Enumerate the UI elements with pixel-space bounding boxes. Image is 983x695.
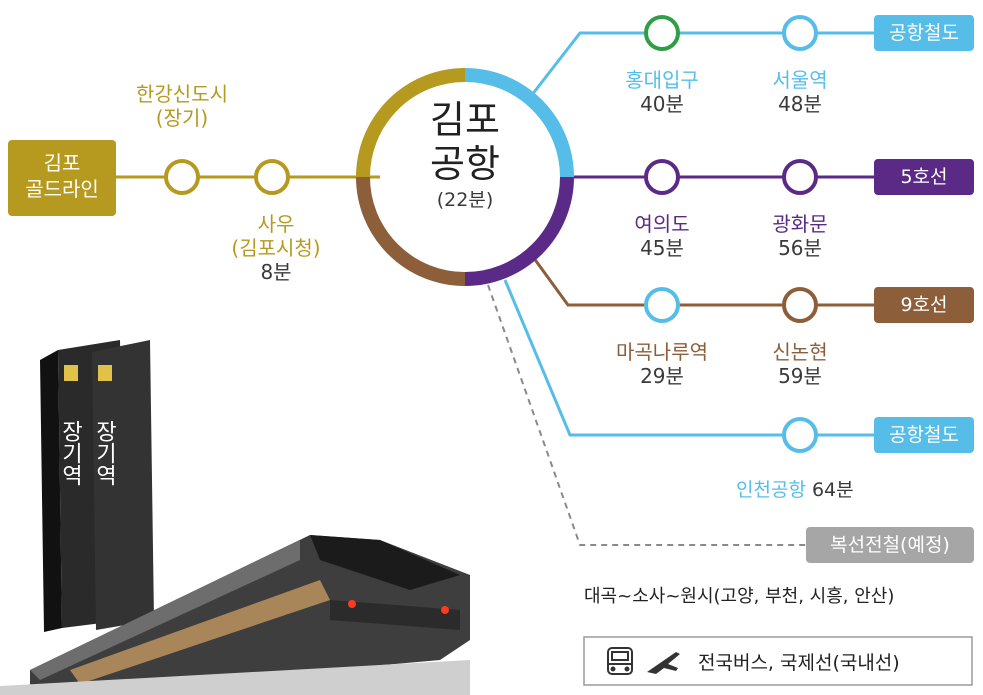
station-seoul-circle — [782, 15, 818, 51]
bus-icon — [607, 647, 633, 675]
station-gwanghwamun-label: 광화문 56분 — [772, 212, 828, 260]
tag-line5: 5호선 — [900, 166, 948, 188]
train-photo — [0, 340, 470, 695]
bottom-info-box — [583, 636, 973, 686]
gold-line-badge-label: 김포 골드라인 — [25, 150, 99, 202]
train-tail-light — [348, 600, 356, 608]
tag-line5-bg — [874, 159, 974, 195]
gold-line-badge-line2: 골드라인 — [25, 177, 99, 201]
tag-airport-top: 공항철도 — [889, 22, 959, 44]
gold-line-badge — [8, 140, 116, 216]
tag-airport-bottom: 공항철도 — [889, 424, 959, 446]
station-sinnonhyeon-circle — [782, 287, 818, 323]
station-incheon-circle — [782, 417, 818, 453]
tag-airport-bottom-bg — [874, 417, 974, 453]
station-sau-time: 8분 — [260, 260, 292, 284]
station-incheon-time: 64분 — [811, 479, 854, 501]
station-gwanghwamun-circle — [782, 159, 818, 195]
station-yeouido-label: 여의도 45분 — [634, 212, 690, 260]
station-janggi-circle — [164, 159, 200, 195]
track-bed — [0, 660, 470, 695]
station-sau-circle — [254, 159, 290, 195]
planned-track — [487, 284, 880, 546]
airport-top-track — [526, 31, 880, 101]
station-sinnonhyeon-label: 신논현 59분 — [772, 340, 828, 388]
tag-line9: 9호선 — [900, 294, 948, 316]
station-yeouido-circle — [644, 159, 680, 195]
pillar-text-back: 장기역 — [58, 420, 83, 486]
train-stripe — [70, 580, 330, 684]
station-pillar-front — [92, 340, 154, 630]
airport-bottom-track — [503, 279, 880, 437]
train-roof — [30, 540, 300, 680]
line9-track — [526, 249, 880, 307]
station-hongik-label: 홍대입구 40분 — [625, 68, 699, 116]
station-sau-label: 사우 (김포시청) 8분 — [231, 212, 321, 284]
planned-route-text: 대곡~소사~원시(고양, 부천, 시흥, 안산) — [584, 586, 895, 607]
gold-line-badge-line1: 김포 — [43, 151, 81, 175]
hub-time: (22분) — [436, 189, 494, 211]
hub-ring — [356, 68, 574, 286]
pillar-text-front: 장기역 — [92, 420, 117, 486]
tag-planned-bg — [806, 527, 974, 563]
train-windshield — [310, 535, 460, 590]
hub-name-line1: 김포 — [430, 98, 500, 142]
station-incheon-label: 인천공항 64분 — [736, 475, 854, 502]
hub-label: 김포 공항 (22분) — [430, 98, 500, 214]
station-seoul-label: 서울역 48분 — [772, 68, 828, 116]
station-incheon-name: 인천공항 — [736, 479, 806, 501]
station-magok-label: 마곡나루역 29분 — [616, 340, 708, 388]
hub-name-line2: 공항 — [430, 142, 500, 186]
tag-airport-top-bg — [874, 15, 974, 51]
station-hongik-circle — [644, 15, 680, 51]
tag-line9-bg — [874, 287, 974, 323]
bottom-info-text: 전국버스, 국제선(국내선) — [698, 652, 900, 674]
station-janggi-label: 한강신도시 (장기) — [136, 82, 228, 130]
tag-planned: 복선전철(예정) — [830, 534, 950, 556]
train-tail-light — [441, 606, 449, 614]
station-magok-circle — [644, 287, 680, 323]
airplane-icon — [647, 652, 680, 674]
